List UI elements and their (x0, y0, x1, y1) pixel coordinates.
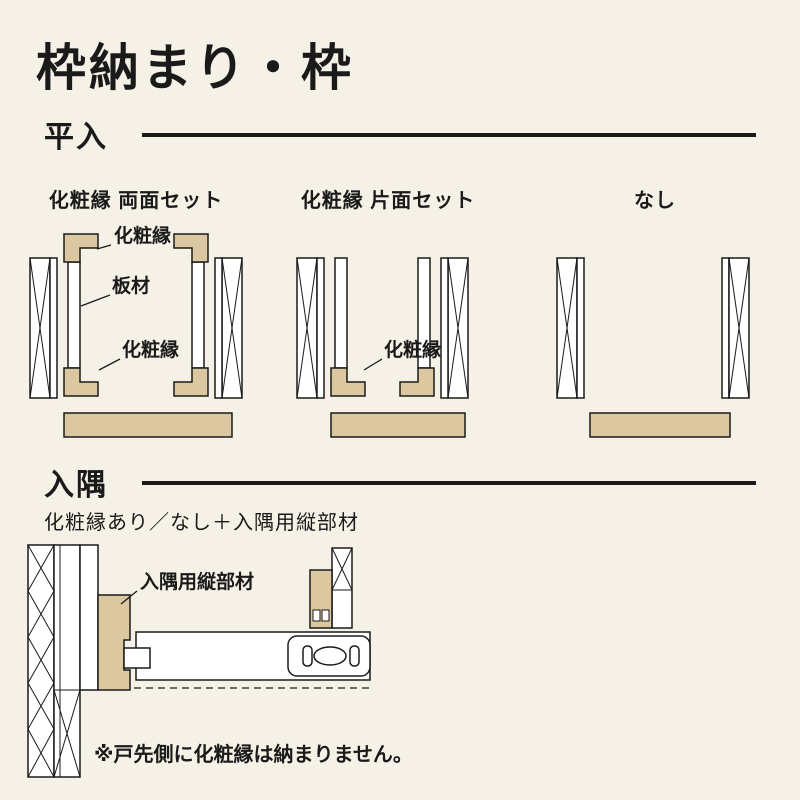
pull-screw-slot (302, 645, 313, 667)
footnote-text: ※戸先側に化粧縁は納まりません。 (94, 742, 413, 766)
trim-groove (321, 609, 330, 622)
wall-return-board (79, 544, 99, 691)
column-label-one-side: 化粧縁 片面セット (300, 190, 476, 212)
wall-finish-board (53, 544, 81, 778)
kesho-buchi-trim-top (63, 233, 99, 263)
x-brace (447, 257, 469, 399)
kesho-buchi-trim-top (173, 233, 209, 263)
x-brace (29, 257, 51, 399)
frame-backing-board (440, 257, 449, 399)
base-board (589, 412, 731, 438)
door-pull-oval (313, 646, 347, 666)
lower-wall-x-brace (53, 689, 81, 778)
kesho-buchi-trim-bottom (330, 367, 366, 397)
base-board (330, 412, 466, 438)
frame-backing-board (576, 257, 585, 399)
column-label-none: なし (634, 190, 676, 212)
kesho-buchi-trim-bottom (173, 367, 209, 397)
diagram-none (556, 257, 750, 438)
frame-backing-board (214, 257, 223, 399)
column-label-both-sides: 化粧縁 両面セット (48, 190, 224, 212)
section-hirairi-rule (142, 133, 756, 137)
section-irisumi-rule (142, 481, 756, 485)
x-brace (221, 257, 243, 399)
kesho-buchi-trim-bottom (63, 367, 99, 397)
annotation-kesho-buchi-top: 化粧縁 (114, 224, 171, 247)
base-board (63, 412, 233, 438)
itazai-board (67, 261, 81, 369)
door-leading-edge (123, 647, 151, 669)
kesho-buchi-trim-bottom (399, 367, 435, 397)
diagram-both-sides (29, 233, 243, 438)
leader-lines (80, 244, 121, 371)
annotation-itazai: 板材 (112, 274, 150, 297)
pull-screw-slot (349, 645, 360, 667)
frame-backing-board (49, 257, 58, 399)
x-brace (556, 257, 578, 399)
annotation-kesho-buchi-single: 化粧縁 (384, 338, 441, 361)
annotation-kesho-buchi-bottom: 化粧縁 (122, 338, 179, 361)
annotation-irisumi-member: 入隅用縦部材 (140, 570, 254, 593)
irisumi-subtitle: 化粧縁あり／なし＋入隅用縦部材 (44, 512, 359, 534)
upper-wall-x-brace (331, 547, 353, 591)
hirairi-diagrams: 化粧縁 板材 化粧縁 化粧縁 (29, 224, 750, 438)
irisumi-diagram: 入隅用縦部材 ※戸先側に化粧縁は納まりません。 (27, 544, 413, 778)
irisumi-vertical-member (97, 594, 131, 691)
itazai-board (191, 261, 205, 369)
frame-backing-board (721, 257, 730, 399)
leader-line (363, 358, 383, 371)
diagram-one-side (296, 257, 469, 438)
x-brace (728, 257, 750, 399)
section-irisumi-heading: 入隅 (44, 469, 108, 502)
x-brace (296, 257, 318, 399)
frame-backing-board (316, 257, 325, 399)
upper-wall-board (331, 547, 353, 629)
trim-groove (312, 609, 321, 622)
member-leader-line (120, 590, 138, 605)
section-hirairi-heading: 平入 (44, 121, 108, 154)
page-title: 枠納まり・枠 (36, 40, 354, 96)
itazai-board (334, 257, 348, 369)
wall-hatch-pattern (27, 544, 55, 778)
